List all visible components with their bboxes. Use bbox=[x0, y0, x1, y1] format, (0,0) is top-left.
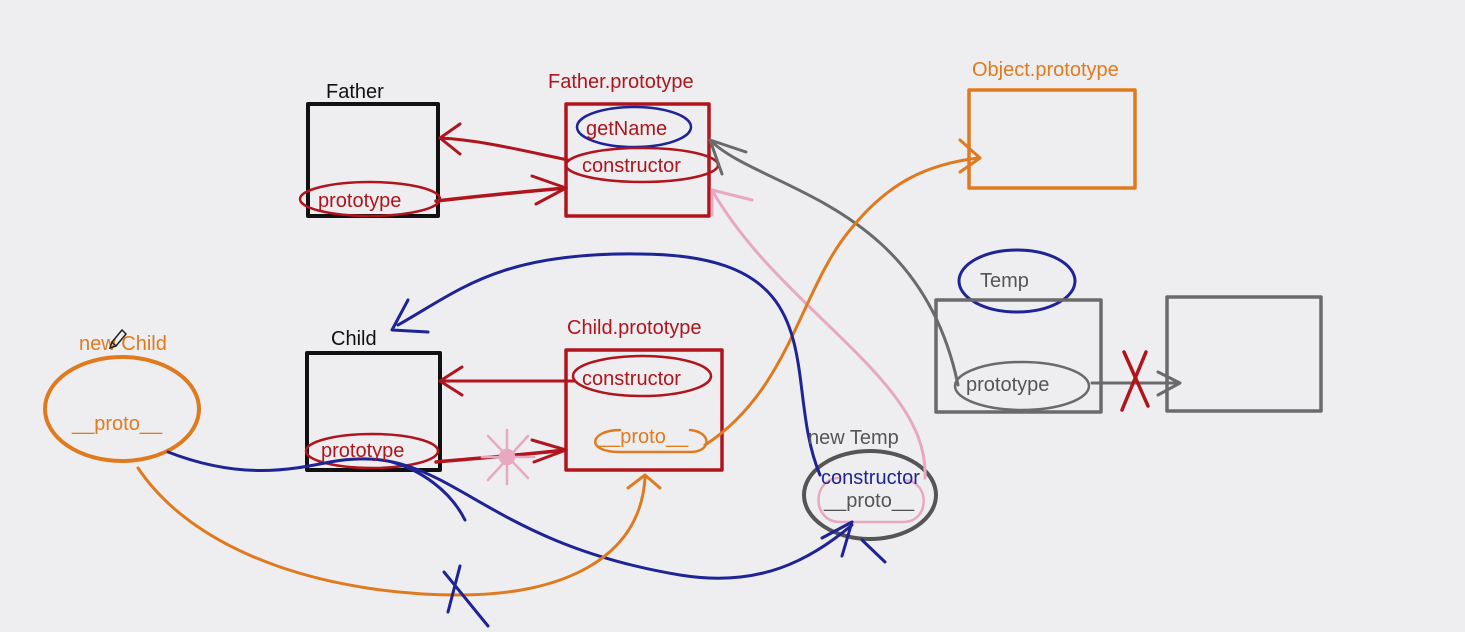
blue-cross-a bbox=[442, 570, 490, 628]
temp-label: Temp bbox=[980, 270, 1029, 292]
father-label: Father bbox=[326, 81, 384, 103]
object-prototype-box bbox=[967, 88, 1137, 190]
pencil-cursor-icon bbox=[108, 328, 128, 350]
new-child-to-child-proto-arrow bbox=[136, 466, 647, 597]
temp-prototype-to-father-proto-arrow bbox=[708, 138, 960, 387]
child-label: Child bbox=[331, 328, 377, 350]
blue-cross-b bbox=[446, 564, 462, 614]
new-temp-constructor-arrowhead bbox=[710, 188, 754, 217]
new-temp-label: new Temp bbox=[808, 427, 899, 449]
child-box bbox=[305, 351, 442, 472]
child-prototype-old-arrowhead bbox=[530, 438, 568, 464]
new-temp-constructor-label: constructor bbox=[821, 467, 920, 489]
child-constructor-circle bbox=[571, 354, 713, 398]
getname-label: getName bbox=[586, 118, 667, 140]
child-proto-to-object-proto-arrowhead bbox=[958, 138, 982, 174]
child-prototype-circle bbox=[304, 432, 440, 470]
child-proto-bracket bbox=[594, 428, 708, 454]
new-temp-circle bbox=[802, 449, 938, 541]
father-constructor-arrow bbox=[438, 136, 570, 162]
father-constructor-label: constructor bbox=[582, 155, 681, 177]
child-prototype-box bbox=[564, 348, 724, 472]
father-prototype-arrow bbox=[434, 186, 568, 203]
father-prototype-arrowhead bbox=[530, 174, 568, 206]
child-prototype-title: Child.prototype bbox=[567, 317, 702, 339]
child-prototype-prop-label: prototype bbox=[321, 440, 404, 462]
scribble-cross-mark bbox=[480, 428, 536, 486]
temp-circle bbox=[957, 248, 1077, 314]
new-child-to-new-temp-arrow bbox=[166, 450, 854, 580]
temp-prototype-cross-b bbox=[1120, 350, 1148, 412]
child-proto-label: __proto__ bbox=[597, 426, 689, 448]
new-child-circle bbox=[43, 355, 201, 463]
new-temp-inner-bracket bbox=[817, 476, 925, 524]
new-child-to-new-temp-arrowhead bbox=[820, 520, 854, 558]
new-temp-constructor-arrow bbox=[710, 188, 927, 480]
temp-prototype-target-box bbox=[1165, 295, 1323, 413]
new-temp-to-child-arrowhead bbox=[390, 298, 430, 334]
new-temp-to-child-arrow bbox=[396, 252, 822, 477]
temp-prototype-circle bbox=[953, 360, 1091, 412]
child-constructor-arrowhead bbox=[438, 365, 464, 397]
temp-box bbox=[934, 298, 1103, 414]
father-constructor-arrowhead bbox=[438, 122, 462, 156]
temp-prototype-prop-label: prototype bbox=[966, 374, 1049, 396]
father-prototype-title: Father.prototype bbox=[548, 71, 694, 93]
father-prototype-prop-label: prototype bbox=[318, 190, 401, 212]
temp-prototype-to-father-proto-arrowhead bbox=[708, 138, 748, 176]
new-child-to-child-proto-arrowhead bbox=[626, 473, 662, 490]
temp-prototype-arrowhead bbox=[1156, 370, 1182, 397]
object-prototype-title: Object.prototype bbox=[972, 59, 1119, 81]
new-temp-proto-label: __proto__ bbox=[823, 490, 915, 512]
child-proto-to-object-proto-arrow bbox=[703, 156, 980, 447]
new-temp-tail-mark bbox=[860, 538, 887, 564]
child-prototype-to-new-temp-line bbox=[390, 460, 467, 522]
new-child-proto-label: __proto__ bbox=[71, 413, 163, 435]
new-child-label: new Child bbox=[79, 333, 167, 355]
child-constructor-label: constructor bbox=[582, 368, 681, 390]
